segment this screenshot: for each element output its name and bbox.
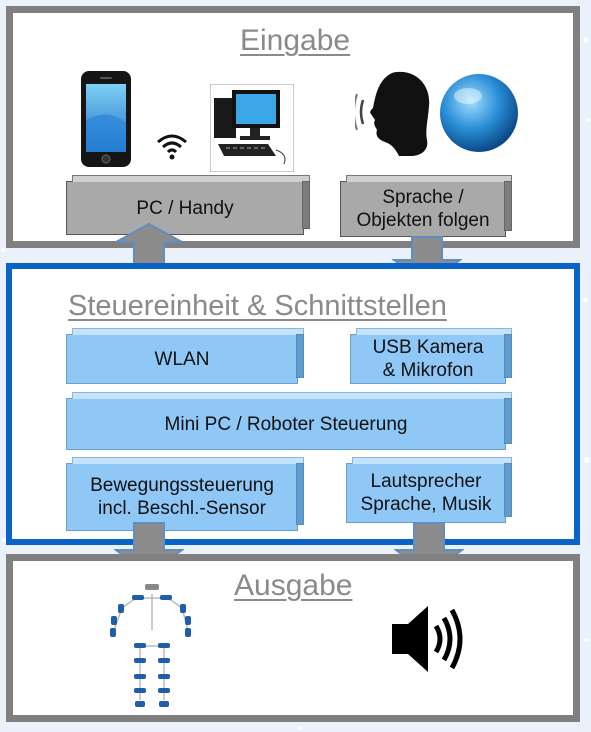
robot-skeleton-icon	[110, 584, 191, 707]
speech-label: Sprache / Objekten folgen	[356, 187, 490, 231]
wlan-box: WLAN	[66, 328, 304, 384]
usb-camera-label: USB Kamera & Mikrofon	[372, 337, 484, 381]
mini-pc-label: Mini PC / Roboter Steuerung	[164, 413, 408, 435]
wifi-icon	[157, 134, 187, 160]
speaking-head-icon	[355, 71, 430, 156]
speaker-icon	[388, 598, 468, 680]
pc-handy-label: PC / Handy	[136, 197, 234, 219]
motion-control-box: Bewegungssteuerung incl. Beschl.-Sensor	[66, 457, 304, 531]
output-section-title: Ausgabe	[234, 569, 353, 602]
wlan-label: WLAN	[154, 348, 210, 370]
pc-handy-box: PC / Handy	[66, 175, 310, 235]
output-section	[6, 554, 580, 722]
speaker-box: Lautsprecher Sprache, Musik	[346, 457, 512, 523]
speaker-label: Lautsprecher Sprache, Musik	[360, 471, 492, 515]
desktop-computer-icon	[210, 84, 294, 172]
speech-box: Sprache / Objekten folgen	[340, 175, 512, 237]
usb-camera-box: USB Kamera & Mikrofon	[350, 328, 512, 384]
smartphone-icon	[81, 71, 131, 167]
input-section-title: Eingabe	[240, 24, 351, 57]
mini-pc-box: Mini PC / Roboter Steuerung	[66, 392, 512, 450]
blue-ball-icon	[440, 74, 518, 152]
control-section-title: Steuereinheit & Schnittstellen	[68, 290, 447, 322]
motion-control-label: Bewegungssteuerung incl. Beschl.-Sensor	[90, 475, 274, 519]
